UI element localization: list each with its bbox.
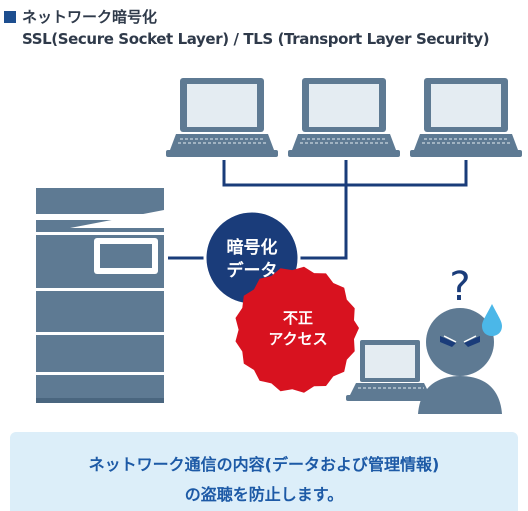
note-box: ネットワーク通信の内容(データおよび管理情報) の盗聴を防止します。: [10, 432, 518, 511]
attack-label-line2: アクセス: [268, 330, 327, 348]
printer-icon: [36, 188, 164, 403]
encrypted-label-line2: データ: [227, 260, 278, 281]
attacker-person-icon: [418, 308, 502, 414]
unauthorized-access-badge: 不正 アクセス: [235, 266, 359, 393]
note-text: ネットワーク通信の内容(データおよび管理情報) の盗聴を防止します。: [10, 450, 518, 510]
note-line-2: の盗聴を防止します。: [184, 485, 344, 504]
page-title: ネットワーク暗号化: [22, 8, 158, 26]
bullet-square-icon: [4, 11, 16, 23]
laptop-3-icon: [410, 78, 522, 157]
header-title-row: ネットワーク暗号化: [4, 6, 157, 27]
attacker-laptop-icon: [346, 340, 434, 401]
question-mark: ?: [449, 264, 470, 310]
network-lines: [168, 160, 468, 260]
page-subtitle: SSL(Secure Socket Layer) / TLS (Transpor…: [22, 30, 490, 48]
laptop-2-icon: [288, 78, 400, 157]
attack-label-line1: 不正: [283, 309, 313, 327]
sweat-drop-icon: [482, 304, 502, 336]
note-line-1: ネットワーク通信の内容(データおよび管理情報): [88, 455, 440, 474]
encrypted-label-line1: 暗号化: [227, 237, 278, 258]
laptop-1-icon: [166, 78, 278, 157]
